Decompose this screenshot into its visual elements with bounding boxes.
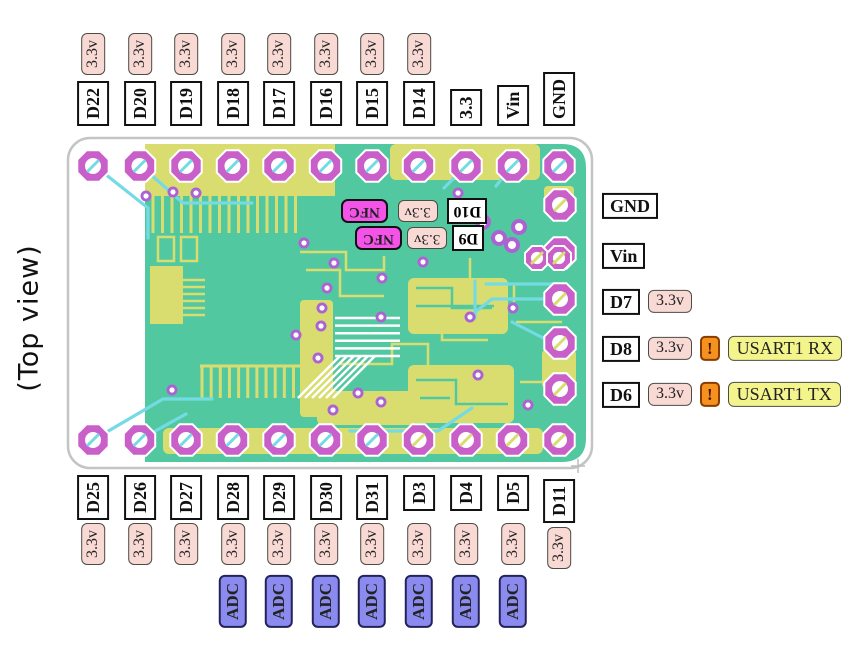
board-label-3-3v: 3.3v (397, 200, 438, 222)
tag-3-3v: 3.3v (173, 33, 199, 75)
pin-label-3-3: 3.3 (449, 89, 483, 126)
tag-: ! (700, 381, 720, 408)
fiducial-cross (571, 459, 585, 473)
pin-label-d19: D19 (169, 81, 203, 126)
tag-3-3v: 3.3v (359, 33, 385, 75)
tag-3-3v: 3.3v (266, 33, 292, 75)
pin-label-d29: D29 (262, 475, 296, 520)
pin-label-d4: D4 (449, 475, 483, 511)
tag-3-3v: 3.3v (648, 290, 692, 313)
tag-3-3v: 3.3v (406, 33, 431, 75)
tag-usart1-rx: USART1 RX (727, 336, 843, 361)
tag-3-3v: 3.3v (406, 523, 431, 565)
pin-label-vin: Vin (496, 84, 529, 126)
tag-adc: ADC (498, 575, 527, 628)
board-label-nfc: NFC (355, 226, 402, 250)
tag-3-3v: 3.3v (220, 523, 245, 565)
pin-label-d25: D25 (76, 475, 110, 520)
tag-3-3v: 3.3v (266, 523, 292, 565)
board-label-row-1: D10 3.3v NFC (341, 198, 487, 224)
tag-adc: ADC (452, 575, 480, 628)
tag-3-3v: 3.3v (453, 523, 479, 565)
pin-label-d28: D28 (216, 475, 249, 520)
pin-label-d14: D14 (402, 81, 435, 126)
pin-label-d30: D30 (309, 475, 342, 520)
pin-label-d3: D3 (402, 475, 435, 511)
right-pin-row-d8: D8 3.3v! USART1 RX (602, 335, 843, 362)
tag-3-3v: 3.3v (313, 523, 338, 565)
board-label-3-3v: 3.3v (407, 227, 448, 249)
pin-label-d16: D16 (309, 81, 342, 126)
right-pin-row-gnd: GND (602, 192, 658, 220)
tag-usart1-tx: USART1 TX (727, 382, 841, 407)
pin-label-d5: D5 (496, 475, 529, 511)
tag-3-3v: 3.3v (173, 523, 199, 565)
pin-label-gnd: GND (542, 72, 576, 126)
pin-label-gnd: GND (602, 192, 658, 220)
tag-adc: ADC (218, 575, 247, 628)
pin-label-d26: D26 (123, 475, 156, 520)
tag-3-3v: 3.3v (80, 33, 106, 75)
tag-3-3v: 3.3v (648, 337, 692, 360)
copper-trace-outlines (156, 235, 562, 420)
tag-3-3v: 3.3v (127, 523, 152, 565)
board-label-nfc: NFC (341, 199, 388, 223)
tag-3-3v: 3.3v (359, 523, 385, 565)
tag-3-3v: 3.3v (546, 527, 572, 569)
tag-3-3v: 3.3v (500, 523, 525, 565)
pin-label-d7: D7 (602, 288, 640, 315)
pin-label-d20: D20 (123, 81, 156, 126)
board-label-d9: D9 (452, 225, 484, 251)
tag-adc: ADC (311, 575, 340, 628)
pin-label-d8: D8 (602, 335, 640, 362)
pin-label-d17: D17 (262, 81, 296, 126)
right-pin-row-d7: D7 3.3v (602, 288, 692, 315)
pin-label-d11: D11 (542, 479, 576, 524)
pin-label-d15: D15 (355, 81, 389, 126)
tag-: ! (700, 335, 720, 362)
pin-label-d27: D27 (169, 475, 203, 520)
right-pin-row-vin: Vin (602, 242, 646, 270)
pin-label-d6: D6 (602, 381, 640, 408)
board-label-d10: D10 (447, 198, 487, 224)
tag-3-3v: 3.3v (313, 33, 338, 75)
tag-3-3v: 3.3v (80, 523, 106, 565)
tag-3-3v: 3.3v (648, 383, 692, 406)
tag-adc: ADC (358, 575, 386, 628)
tag-adc: ADC (404, 575, 433, 628)
pin-label-vin: Vin (602, 242, 646, 270)
pin-label-d22: D22 (76, 81, 110, 126)
tag-3-3v: 3.3v (127, 33, 152, 75)
pin-label-d18: D18 (216, 81, 249, 126)
tag-3-3v: 3.3v (220, 33, 245, 75)
pin-label-d31: D31 (355, 475, 389, 520)
tag-adc: ADC (265, 575, 293, 628)
right-pin-row-d6: D6 3.3v! USART1 TX (602, 381, 841, 408)
